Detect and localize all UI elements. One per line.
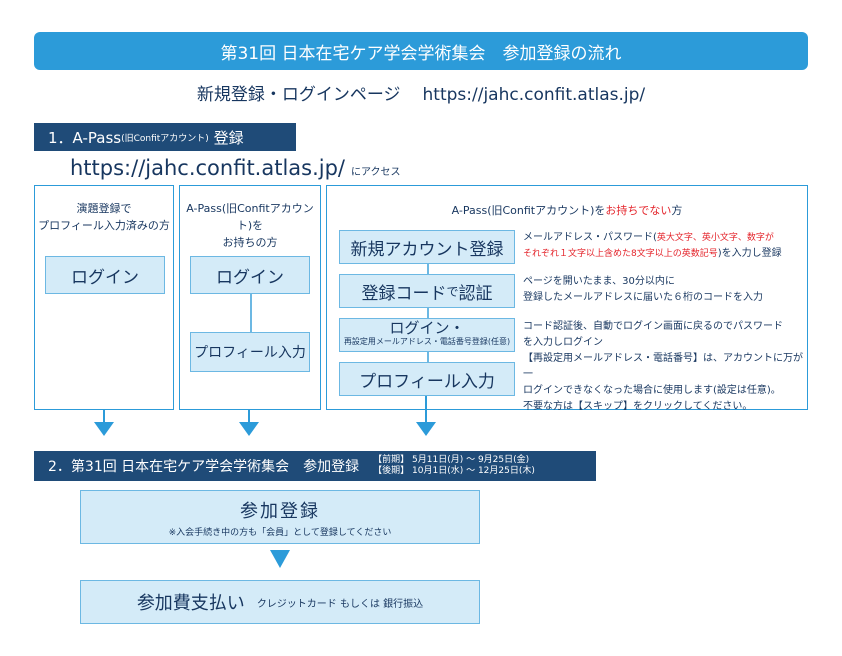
new-account-label: 新規アカウント登録: [350, 239, 504, 260]
step2-header: 2．第31回 日本在宅ケア学会学術集会 参加登録 【前期】 5月11日(月) ～…: [34, 451, 596, 481]
panel1-heading: 演題登録で プロフィール入力済みの方: [35, 200, 173, 234]
note2-line2: 登録したメールアドレスに届いた６桁のコードを入力: [523, 292, 763, 303]
panel2-heading-line2: お持ちの方: [222, 236, 278, 249]
panel2-login-label: ログイン: [216, 267, 284, 288]
panel-has-apass: A-Pass(旧Confitアカウント)を お持ちの方 ログイン プロフィール入…: [179, 185, 321, 410]
step1-label-suffix: 登録: [213, 128, 244, 147]
note-login: コード認証後、自動でログイン画面に戻るのでパスワード を入力しログイン 【再設定…: [523, 319, 805, 415]
note-verify: ページを開いたまま、30分以内に 登録したメールアドレスに届いた６桁のコードを入…: [523, 274, 803, 306]
panel2-login-button[interactable]: ログイン: [190, 256, 310, 294]
step1-label-small: (旧Confitアカウント): [121, 133, 209, 144]
note1-red2: それぞれ１文字以上含めた8文字以上の英数記号: [523, 249, 718, 259]
step2-dates: 【前期】 5月11日(月) ～ 9月25日(金) 【後期】 10月1日(水) ～…: [373, 455, 535, 477]
note3-line1: コード認証後、自動でログイン画面に戻るのでパスワード: [523, 321, 783, 332]
code-verify-small: で: [446, 284, 459, 299]
step1-url-line: https://jahc.confit.atlas.jp/にアクセス: [70, 156, 401, 180]
arrow1-stem: [103, 410, 105, 424]
arrow3-head: [416, 422, 436, 436]
payment-title: 参加費支払い: [136, 593, 245, 614]
arrow2-stem: [248, 410, 250, 424]
step1-url[interactable]: https://jahc.confit.atlas.jp/: [70, 156, 346, 180]
note1-red1: 英大文字、英小文字、数字が: [656, 233, 774, 243]
step1-url-suffix: にアクセス: [351, 167, 401, 178]
panel1-login-button[interactable]: ログイン: [45, 256, 165, 294]
arrow2-head: [239, 422, 259, 436]
payment-methods: クレジットカード もしくは 銀行振込: [256, 598, 424, 610]
panel1-heading-line2: プロフィール入力済みの方: [38, 219, 170, 232]
page-title-banner: 第31回 日本在宅ケア学会学術集会 参加登録の流れ: [34, 32, 808, 70]
panel-no-apass: A-Pass(旧Confitアカウント)をお持ちでない方 新規アカウント登録 登…: [326, 185, 808, 412]
panel2-heading: A-Pass(旧Confitアカウント)を お持ちの方: [180, 200, 320, 251]
page-title: 第31回 日本在宅ケア学会学術集会 参加登録の流れ: [220, 43, 622, 64]
login-register-button[interactable]: ログイン・ 再設定用メールアドレス・電話番号登録(任意): [339, 318, 515, 352]
new-account-button[interactable]: 新規アカウント登録: [339, 230, 515, 264]
panel1-login-label: ログイン: [71, 267, 139, 288]
login-register-main: ログイン・: [389, 319, 465, 337]
code-verify-end: 認証: [458, 283, 493, 304]
code-verify-main: 登録コード: [361, 283, 447, 304]
step2-date-early: 【前期】 5月11日(月) ～ 9月25日(金): [373, 455, 530, 465]
panel3-heading-red: お持ちでない: [605, 204, 672, 217]
note3-line5: 不要な方は【スキップ】をクリックしてください。: [523, 401, 753, 412]
login-register-sub: 再設定用メールアドレス・電話番号登録(任意): [343, 337, 511, 346]
panel2-connector: [250, 294, 252, 332]
note3-line3: 【再設定用メールアドレス・電話番号】は、アカウントに万が一: [523, 353, 803, 380]
subtitle-url[interactable]: https://jahc.confit.atlas.jp/: [422, 85, 646, 105]
panel3-heading: A-Pass(旧Confitアカウント)をお持ちでない方: [327, 202, 807, 219]
registration-box[interactable]: 参加登録 ※入会手続き中の方も「会員」として登録してください: [80, 490, 480, 544]
panel2-profile-button[interactable]: プロフィール入力: [190, 332, 310, 372]
panel2-heading-line1: A-Pass(旧Confitアカウント)を: [186, 202, 314, 232]
registration-note: ※入会手続き中の方も「会員」として登録してください: [168, 527, 392, 538]
panel3-heading-suffix: 方: [671, 204, 683, 217]
note1-b: )を入力し登録: [717, 248, 782, 259]
panel1-heading-line1: 演題登録で: [76, 202, 132, 215]
arrow4-head: [270, 550, 290, 568]
code-verify-button[interactable]: 登録コードで認証: [339, 274, 515, 308]
note-new-account: メールアドレス・パスワード(英大文字、英小文字、数字が それぞれ１文字以上含めた…: [523, 230, 803, 262]
panel3-profile-button[interactable]: プロフィール入力: [339, 362, 515, 396]
step1-label: 1．A-Pass: [48, 128, 122, 147]
payment-box[interactable]: 参加費支払い クレジットカード もしくは 銀行振込: [80, 580, 480, 624]
step2-label: 2．第31回 日本在宅ケア学会学術集会 参加登録: [48, 459, 360, 475]
subtitle-label: 新規登録・ログインページ: [196, 85, 401, 105]
arrow3-stem: [425, 396, 427, 424]
panel3-profile-label: プロフィール入力: [359, 371, 495, 392]
step2-date-late: 【後期】 10月1日(水) ～ 12月25日(木): [373, 466, 535, 476]
note3-line4: ログインできなくなった場合に使用します(設定は任意)。: [523, 385, 781, 396]
arrow1-head: [94, 422, 114, 436]
note1-a: メールアドレス・パスワード(: [523, 232, 657, 243]
note2-line1: ページを開いたまま、30分以内に: [523, 276, 675, 287]
panel3-heading-prefix: A-Pass(旧Confitアカウント)を: [451, 204, 606, 217]
subtitle: 新規登録・ログインページ https://jahc.confit.atlas.jp…: [0, 80, 842, 105]
registration-title: 参加登録: [240, 500, 320, 522]
note3-line2: を入力しログイン: [523, 337, 603, 348]
panel2-profile-label: プロフィール入力: [194, 345, 306, 361]
panel-profile-entered: 演題登録で プロフィール入力済みの方 ログイン: [34, 185, 174, 410]
step1-header: 1．A-Pass(旧Confitアカウント) 登録: [34, 123, 296, 151]
